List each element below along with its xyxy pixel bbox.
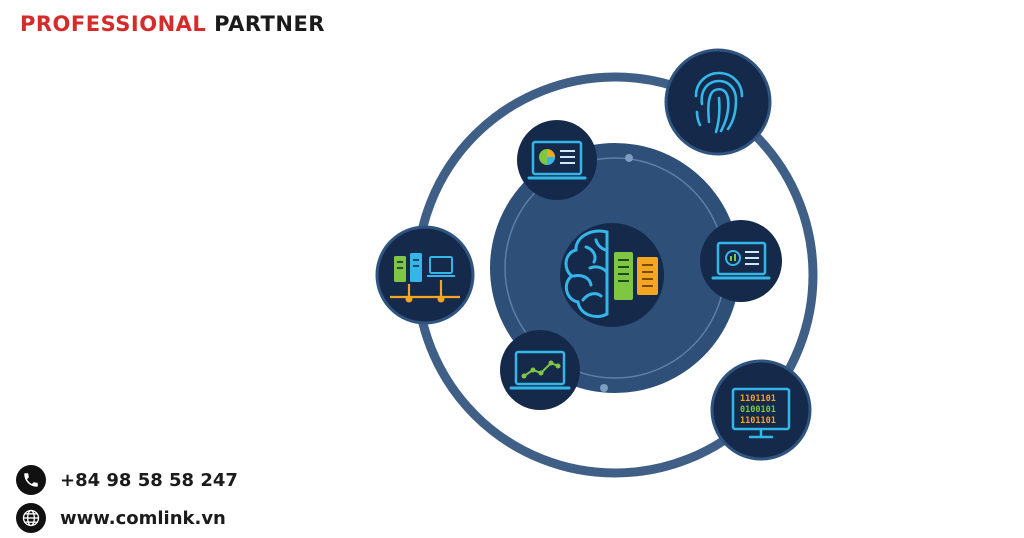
binary-data-node (710, 359, 812, 461)
pie-report-node (517, 120, 597, 200)
brain-core-node (560, 223, 664, 327)
orbit-dot (600, 384, 608, 392)
website-url: www.comlink.vn (60, 507, 226, 529)
dashboard-monitor-icon (711, 241, 771, 280)
binary-row: 1101101 (740, 416, 776, 426)
fingerprint-icon (694, 71, 744, 134)
brain-icon (564, 229, 609, 318)
network-servers-node (375, 225, 475, 325)
globe-icon (16, 503, 46, 533)
phone-icon (16, 465, 46, 495)
binary-monitor-icon: 1101101 0100101 1101101 (731, 387, 791, 439)
brand-highlight: PROFESSIONAL (20, 12, 207, 36)
ai-ecosystem-diagram: 1101101 0100101 1101101 (375, 48, 818, 478)
line-chart-monitor-icon (509, 350, 571, 390)
network-servers-icon (390, 253, 460, 303)
phone-contact[interactable]: +84 98 58 58 247 (16, 465, 238, 495)
dashboard-node (700, 220, 782, 302)
brand-title: PROFESSIONAL PARTNER (20, 12, 325, 36)
phone-number: +84 98 58 58 247 (60, 469, 238, 491)
line-chart-node (500, 330, 580, 410)
brand-rest: PARTNER (214, 12, 325, 36)
binary-row: 1101101 (740, 394, 776, 404)
binary-row: 0100101 (740, 405, 776, 415)
server-bar-orange (637, 257, 658, 295)
pie-report-icon (527, 140, 587, 180)
server-bar-green (614, 252, 633, 300)
website-contact[interactable]: www.comlink.vn (16, 503, 226, 533)
orbit-dot (625, 154, 633, 162)
